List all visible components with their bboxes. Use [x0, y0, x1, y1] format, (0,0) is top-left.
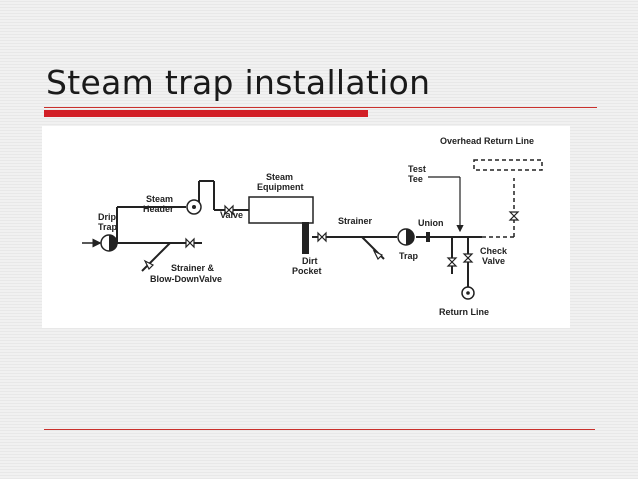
union-icon	[426, 232, 430, 242]
branch-valve-icon	[143, 259, 155, 271]
label-check-valve-1: Check	[480, 246, 508, 256]
label-steam-header-1: Steam	[146, 194, 173, 204]
title-accent-bar	[44, 110, 368, 117]
label-strainer-blowdown-2: Blow-DownValve	[150, 274, 222, 284]
pressure-gauge-icon	[186, 199, 202, 215]
overhead-valve-icon	[508, 211, 520, 221]
slide-title: Steam trap installation	[46, 63, 431, 102]
label-test-tee-1: Test	[408, 164, 426, 174]
label-steam-equipment-1: Steam	[266, 172, 293, 182]
strainer-valve-icon	[317, 231, 327, 243]
dirt-pocket-icon	[302, 222, 309, 254]
blowdown-valve-icon	[185, 237, 195, 249]
valve-icon	[224, 204, 234, 216]
label-overhead-return-line: Overhead Return Line	[440, 136, 534, 146]
label-dirt-pocket-1: Dirt	[302, 256, 318, 266]
steam-trap-diagram: Drip Trap Steam Header Valve Steam Equip…	[42, 126, 570, 328]
test-valve-icon	[446, 257, 458, 267]
label-drip-trap-1: Drip	[98, 212, 117, 222]
label-strainer: Strainer	[338, 216, 373, 226]
label-union: Union	[418, 218, 444, 228]
footer-divider	[44, 429, 595, 430]
pipework	[82, 176, 482, 288]
label-test-tee-2: Tee	[408, 174, 423, 184]
label-return-line: Return Line	[439, 307, 489, 317]
label-drip-trap-2: Trap	[98, 222, 118, 232]
label-trap: Trap	[399, 251, 419, 261]
label-strainer-blowdown-1: Strainer &	[171, 263, 215, 273]
overhead-return-dashed	[473, 159, 543, 238]
label-steam-equipment-2: Equipment	[257, 182, 304, 192]
return-line-gauge-icon	[461, 286, 475, 300]
check-valve-icon	[462, 253, 474, 263]
strainer-branch-valve-icon	[372, 249, 384, 261]
title-underline	[44, 107, 597, 108]
label-dirt-pocket-2: Pocket	[292, 266, 322, 276]
trap-icon	[397, 228, 415, 246]
drip-trap-icon	[100, 234, 118, 252]
label-valve: Valve	[220, 210, 243, 220]
steam-equipment-box	[248, 196, 314, 224]
label-check-valve-2: Valve	[482, 256, 505, 266]
label-steam-header-2: Header	[143, 204, 174, 214]
